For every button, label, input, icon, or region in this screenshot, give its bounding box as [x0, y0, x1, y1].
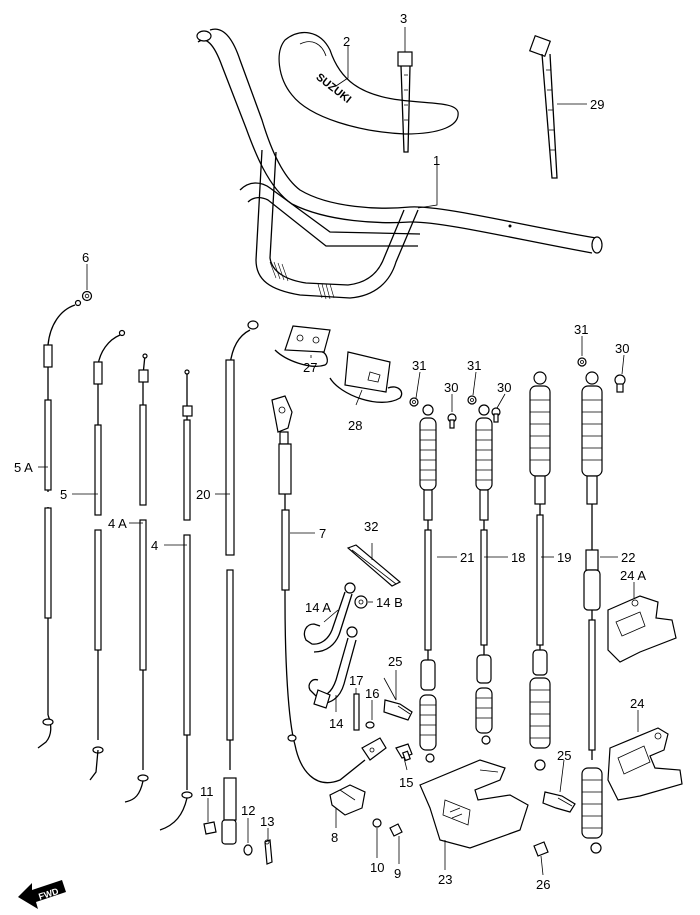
bolt-15	[395, 743, 413, 762]
nut-31b	[467, 395, 477, 405]
fwd-arrow-icon: FWD	[18, 880, 66, 909]
label-30c: 30	[615, 341, 629, 356]
cable-5a	[37, 299, 82, 749]
label-25-lower: 25	[557, 748, 571, 763]
label-7: 7	[319, 526, 326, 541]
label-6: 6	[82, 250, 89, 265]
bolt-9	[389, 823, 403, 837]
nut-31c	[577, 357, 587, 367]
nut-10	[372, 818, 382, 828]
label-28: 28	[348, 418, 362, 433]
label-31c: 31	[574, 322, 588, 337]
label-31b: 31	[467, 358, 481, 373]
label-26: 26	[536, 877, 550, 892]
cable-20	[221, 320, 259, 845]
label-20: 20	[196, 487, 210, 502]
bolt-30a	[447, 413, 457, 429]
label-14a: 14 A	[305, 600, 331, 615]
cable-18	[475, 404, 493, 745]
cable-5	[89, 329, 126, 781]
label-4: 4	[151, 538, 158, 553]
label-29: 29	[590, 97, 604, 112]
label-30b: 30	[497, 380, 511, 395]
cable-21	[419, 404, 437, 763]
label-15: 15	[399, 775, 413, 790]
bracket-14	[308, 626, 358, 709]
bracket-14a	[303, 582, 356, 653]
label-13: 13	[260, 814, 274, 829]
label-5a: 5 A	[14, 460, 33, 475]
leader-lines	[38, 27, 639, 876]
label-4a: 4 A	[108, 516, 127, 531]
pin-13	[264, 839, 273, 865]
bolt-11	[203, 821, 217, 835]
label-2: 2	[343, 34, 350, 49]
handlebar	[196, 28, 603, 300]
cable-clip-3	[397, 51, 413, 153]
label-32: 32	[364, 519, 378, 534]
label-21: 21	[460, 550, 474, 565]
label-17: 17	[349, 673, 363, 688]
label-16: 16	[365, 686, 379, 701]
handlebar-pad: SUZUKI	[278, 32, 459, 135]
washer-16	[365, 721, 375, 729]
label-8: 8	[331, 830, 338, 845]
bracket-24a	[607, 595, 677, 663]
callout-labels: 1 2 3 4 4 A 5 5 A 6 7 8 9 10 11 12 13 14…	[14, 11, 646, 892]
label-9: 9	[394, 866, 401, 881]
label-5: 5	[60, 487, 67, 502]
bolt-30b	[491, 407, 501, 423]
cable-19	[529, 371, 551, 771]
label-11: 11	[200, 784, 214, 799]
washer-14b	[354, 595, 368, 609]
label-27: 27	[303, 360, 317, 375]
bracket-28	[329, 351, 403, 403]
cable-tie-29	[528, 34, 558, 179]
bolt-26	[533, 841, 549, 857]
nut-6	[81, 290, 93, 302]
clamp-8	[329, 784, 366, 816]
label-19: 19	[557, 550, 571, 565]
cable-22	[581, 371, 603, 854]
label-24: 24	[630, 696, 644, 711]
clip-25-lower	[542, 791, 576, 813]
label-14: 14	[329, 716, 343, 731]
label-3: 3	[400, 11, 407, 26]
label-30a: 30	[444, 380, 458, 395]
bracket-24	[607, 727, 683, 801]
label-31a: 31	[412, 358, 426, 373]
nut-31a	[409, 397, 419, 407]
label-25-upper: 25	[388, 654, 402, 669]
bracket-23	[419, 759, 529, 849]
label-10: 10	[370, 860, 384, 875]
label-12: 12	[241, 803, 255, 818]
cable-7	[271, 395, 387, 784]
label-1: 1	[433, 153, 440, 168]
label-18: 18	[511, 550, 525, 565]
bracket-27	[274, 325, 331, 367]
cable-4a	[124, 353, 149, 803]
bolt-30c	[614, 374, 626, 393]
spacer-32	[346, 544, 402, 587]
pin-17	[353, 693, 360, 731]
label-24a: 24 A	[620, 568, 646, 583]
label-14b: 14 B	[376, 595, 403, 610]
nut-12	[243, 844, 253, 856]
label-23: 23	[438, 872, 452, 887]
cable-4	[159, 369, 193, 831]
label-22: 22	[621, 550, 635, 565]
clip-25-upper	[383, 699, 413, 721]
